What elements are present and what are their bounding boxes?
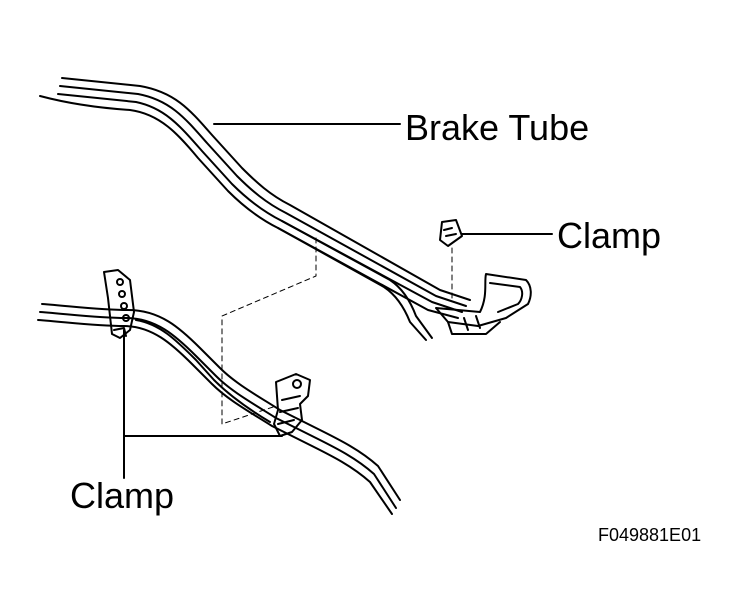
left-clamp-part <box>103 269 135 339</box>
upper-clamp-part <box>439 219 463 247</box>
middle-clamp-part <box>273 373 311 437</box>
clamp-label-upper: Clamp <box>557 215 662 256</box>
upper-brake-tube-bundle <box>39 77 471 319</box>
upper-clamp-fitting <box>435 273 532 335</box>
dashed-alignment-lines <box>221 237 453 425</box>
leader-lines <box>123 123 553 479</box>
brake-tube-label: Brake Tube <box>405 107 590 148</box>
leader-clamp-lower <box>123 329 283 479</box>
lower-brake-tube-bundle <box>37 303 401 515</box>
clamp-label-lower: Clamp <box>70 475 175 516</box>
upper-tube-branch <box>277 220 433 341</box>
figure-code: F049881E01 <box>598 525 702 545</box>
